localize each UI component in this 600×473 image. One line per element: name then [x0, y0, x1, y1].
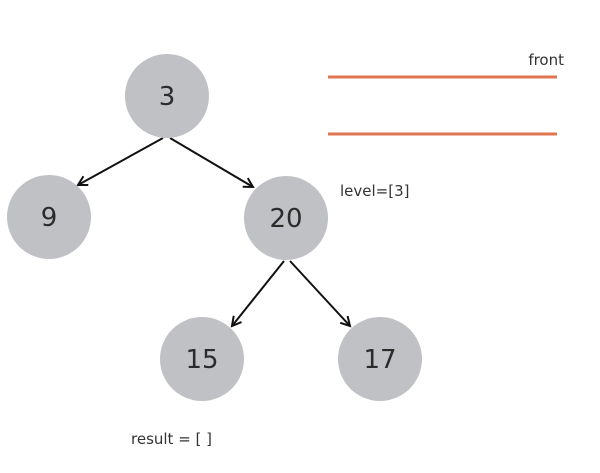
- tree-node-20-value: 20: [269, 204, 302, 234]
- tree-node-9: 9: [7, 175, 91, 259]
- queue: front: [328, 51, 564, 136]
- edge-group: [78, 137, 350, 326]
- tree-node-17-value: 17: [363, 345, 396, 375]
- edge-20-to-17: [289, 260, 350, 326]
- tree-node-15: 15: [160, 317, 244, 401]
- tree-node-9-value: 9: [41, 203, 58, 233]
- edge-20-to-15: [232, 260, 285, 326]
- edge-3-to-9: [78, 137, 164, 185]
- tree-node-17-circle: [338, 317, 422, 401]
- tree-node-3-circle: [125, 54, 209, 138]
- tree-node-9-circle: [7, 175, 91, 259]
- tree-node-20: 20: [244, 176, 328, 260]
- tree-node-3-value: 3: [159, 82, 176, 112]
- tree-node-20-circle: [244, 176, 328, 260]
- tree-node-15-value: 15: [185, 345, 218, 375]
- tree-node-3: 3: [125, 54, 209, 138]
- tree-node-17: 17: [338, 317, 422, 401]
- tree-node-15-circle: [160, 317, 244, 401]
- level-label: level=[3]: [340, 182, 410, 200]
- edge-3-to-20: [169, 137, 253, 187]
- result-label: result = [ ]: [131, 430, 212, 448]
- queue-front-label: front: [528, 51, 564, 69]
